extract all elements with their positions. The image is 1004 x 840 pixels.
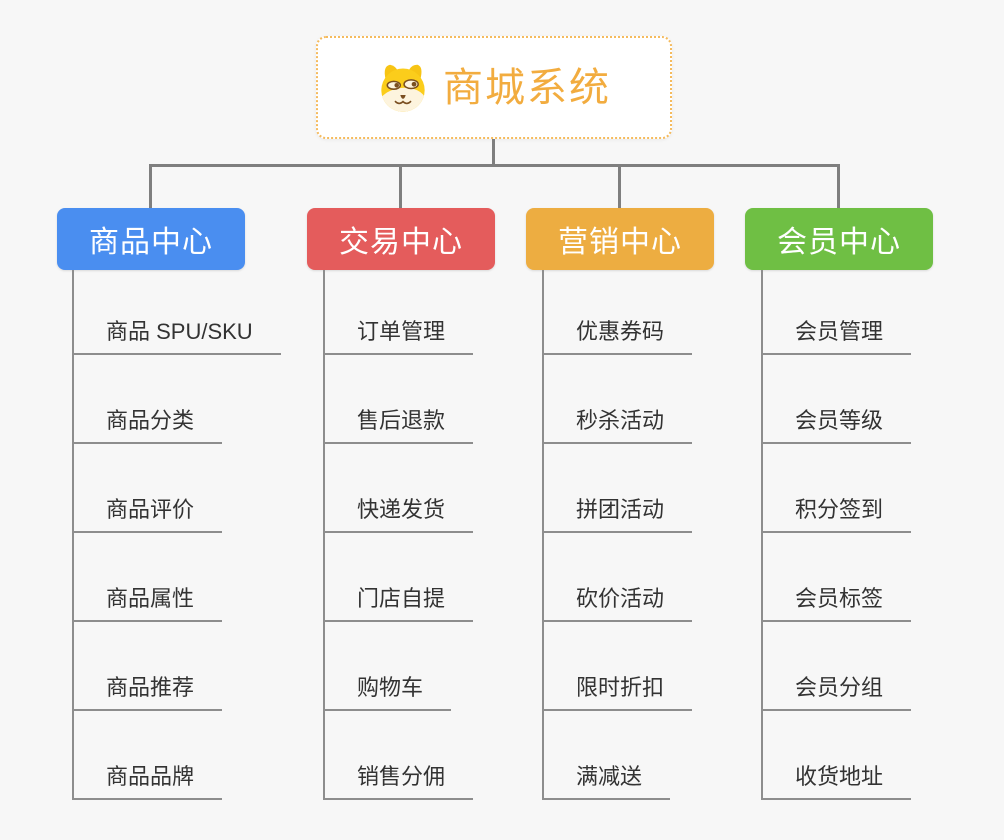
- branch-node-product-center[interactable]: 商品中心: [57, 208, 245, 270]
- leaf-node[interactable]: 商品分类: [74, 355, 223, 444]
- branch-node-member-center[interactable]: 会员中心: [745, 208, 933, 270]
- leaf-node[interactable]: 拼团活动: [544, 444, 693, 533]
- leaf-node[interactable]: 销售分佣: [325, 711, 474, 800]
- leaf-node[interactable]: 商品属性: [74, 533, 223, 622]
- leaf-node[interactable]: 收货地址: [763, 711, 912, 800]
- branch-label: 交易中心: [339, 226, 463, 259]
- branch-items-trade-center: 订单管理 售后退款 快递发货 门店自提 购物车 销售分佣: [323, 270, 474, 800]
- branch-label: 商品中心: [89, 226, 213, 259]
- branch-label: 会员中心: [777, 226, 901, 259]
- leaf-node[interactable]: 会员分组: [763, 622, 912, 711]
- leaf-node[interactable]: 满减送: [544, 711, 671, 800]
- leaf-node[interactable]: 会员等级: [763, 355, 912, 444]
- leaf-node[interactable]: 门店自提: [325, 533, 474, 622]
- leaf-node[interactable]: 快递发货: [325, 444, 474, 533]
- leaf-node[interactable]: 购物车: [325, 622, 452, 711]
- leaf-node[interactable]: 商品评价: [74, 444, 223, 533]
- leaf-node[interactable]: 订单管理: [325, 270, 474, 355]
- leaf-node[interactable]: 秒杀活动: [544, 355, 693, 444]
- branch-items-product-center: 商品 SPU/SKU 商品分类 商品评价 商品属性 商品推荐 商品品牌: [72, 270, 281, 800]
- branch-label: 营销中心: [558, 226, 682, 259]
- branch-items-member-center: 会员管理 会员等级 积分签到 会员标签 会员分组 收货地址: [761, 270, 912, 800]
- shiba-dog-icon: [377, 62, 429, 114]
- connector-drop-trade: [399, 164, 402, 210]
- branch-items-marketing-center: 优惠券码 秒杀活动 拼团活动 砍价活动 限时折扣 满减送: [542, 270, 693, 800]
- leaf-node[interactable]: 优惠券码: [544, 270, 693, 355]
- connector-drop-members: [837, 164, 840, 210]
- leaf-node[interactable]: 商品推荐: [74, 622, 223, 711]
- leaf-node[interactable]: 商品品牌: [74, 711, 223, 800]
- leaf-node[interactable]: 商品 SPU/SKU: [74, 270, 281, 355]
- connector-horizontal-bar: [149, 164, 840, 167]
- leaf-node[interactable]: 售后退款: [325, 355, 474, 444]
- leaf-node[interactable]: 砍价活动: [544, 533, 693, 622]
- connector-drop-marketing: [618, 164, 621, 210]
- root-title: 商城系统: [443, 65, 611, 110]
- leaf-node[interactable]: 会员管理: [763, 270, 912, 355]
- root-node[interactable]: 商城系统: [316, 36, 672, 139]
- leaf-node[interactable]: 限时折扣: [544, 622, 693, 711]
- branch-node-trade-center[interactable]: 交易中心: [307, 208, 495, 270]
- leaf-node[interactable]: 积分签到: [763, 444, 912, 533]
- leaf-node[interactable]: 会员标签: [763, 533, 912, 622]
- branch-node-marketing-center[interactable]: 营销中心: [526, 208, 714, 270]
- connector-root-stem: [492, 139, 495, 167]
- connector-drop-products: [149, 164, 152, 210]
